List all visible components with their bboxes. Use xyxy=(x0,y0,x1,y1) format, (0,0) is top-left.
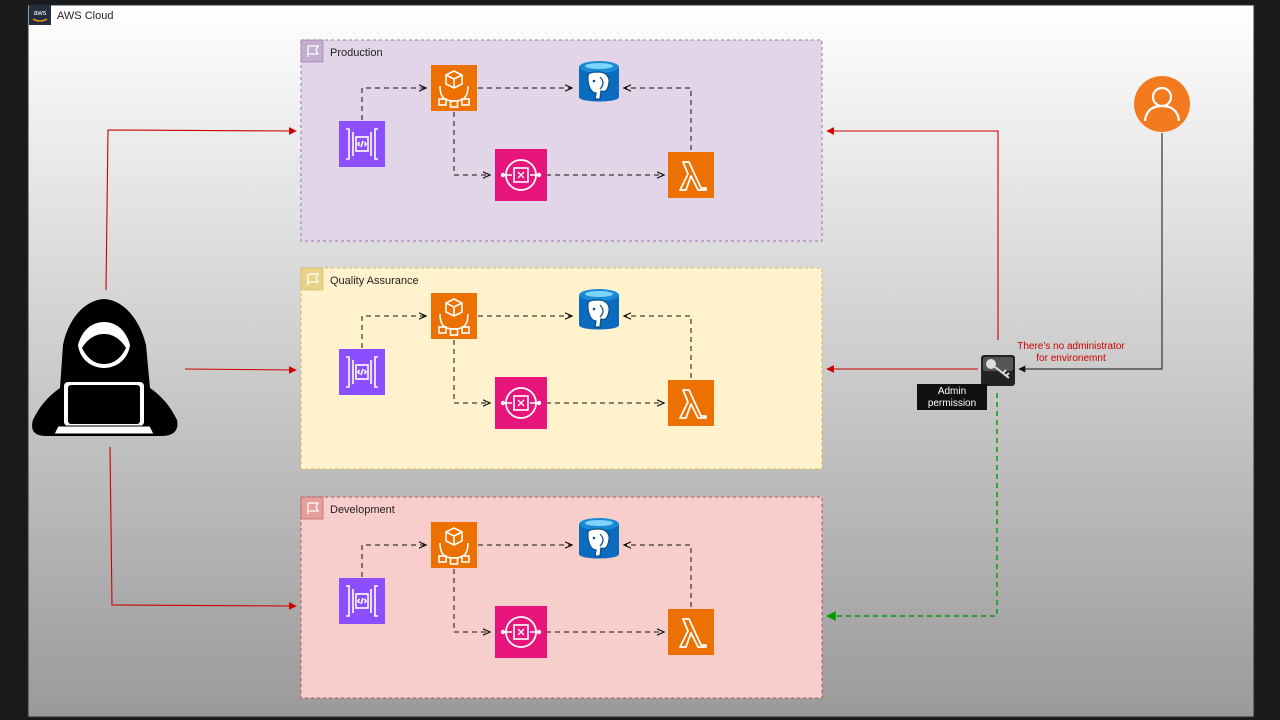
api-gateway-icon[interactable] xyxy=(338,348,386,396)
user-icon[interactable] xyxy=(1134,76,1190,132)
admin-arrow-development xyxy=(826,393,998,621)
admin-label-line1: Admin xyxy=(938,386,966,397)
note-line1: There's no administrator xyxy=(1017,341,1125,352)
connector xyxy=(624,545,692,607)
step-functions-icon[interactable] xyxy=(494,376,548,430)
rds-postgresql-icon[interactable] xyxy=(578,517,620,560)
flag-icon xyxy=(300,267,324,291)
step-functions-icon[interactable] xyxy=(494,148,548,202)
admin-label-line2: permission xyxy=(928,398,976,409)
connector xyxy=(453,340,490,403)
aws-cloud-title: AWS Cloud xyxy=(57,10,113,22)
attack-arrow-production xyxy=(105,127,297,291)
flag-icon xyxy=(300,496,324,520)
user-arrow xyxy=(1018,133,1163,373)
connector xyxy=(361,88,426,120)
lambda-icon[interactable] xyxy=(667,379,715,427)
attack-arrow-qa xyxy=(184,366,297,374)
environment-production[interactable]: Production xyxy=(300,39,823,242)
admin-permission-label: Admin permission xyxy=(917,384,987,410)
rds-postgresql-icon[interactable] xyxy=(578,288,620,331)
environment-production-box xyxy=(300,39,823,242)
lambda-icon[interactable] xyxy=(667,608,715,656)
development-services xyxy=(338,517,715,659)
production-services xyxy=(338,60,715,202)
environment-production-title: Production xyxy=(330,47,383,59)
environment-quality-assurance[interactable]: Quality Assurance xyxy=(300,267,823,470)
rds-postgresql-icon[interactable] xyxy=(578,60,620,103)
api-gateway-icon[interactable] xyxy=(338,120,386,168)
step-functions-icon[interactable] xyxy=(494,605,548,659)
environment-development[interactable]: Development xyxy=(300,496,823,699)
environment-qa-box xyxy=(300,267,823,470)
environment-development-box xyxy=(300,496,823,699)
connector xyxy=(624,88,692,150)
environment-development-title: Development xyxy=(330,504,395,516)
qa-services xyxy=(338,288,715,430)
connector xyxy=(453,112,490,175)
fargate-icon[interactable] xyxy=(430,521,478,569)
fargate-icon[interactable] xyxy=(430,64,478,112)
lambda-icon[interactable] xyxy=(667,151,715,199)
flag-icon xyxy=(300,39,324,63)
admin-arrow-production xyxy=(826,127,999,340)
attack-arrow-development xyxy=(109,446,297,610)
environment-qa-title: Quality Assurance xyxy=(330,275,419,287)
fargate-icon[interactable] xyxy=(430,292,478,340)
connector xyxy=(361,316,426,348)
connector xyxy=(361,545,426,577)
api-gateway-icon[interactable] xyxy=(338,577,386,625)
aws-logo-icon: aws xyxy=(29,5,51,25)
connector xyxy=(453,569,490,632)
aws-logo-text: aws xyxy=(34,10,47,17)
connector xyxy=(624,316,692,378)
hacker-icon[interactable] xyxy=(32,299,178,436)
note-line2: for environemnt xyxy=(1036,353,1106,364)
key-icon[interactable] xyxy=(981,355,1015,386)
